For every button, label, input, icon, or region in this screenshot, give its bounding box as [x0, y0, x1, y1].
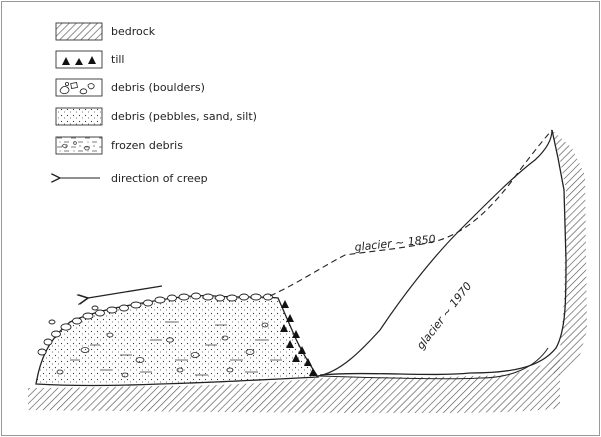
legend-creep-label: direction of creep	[111, 172, 208, 185]
legend: bedrock till debris (boulders) debris (p…	[56, 23, 257, 185]
glacier-1850-label: glacier ~ 1850	[354, 233, 436, 254]
glacier-1970-outline	[318, 130, 552, 376]
glacier-1970-label: glacier ~ 1970	[414, 280, 474, 352]
creep-arrow-icon	[88, 286, 162, 298]
legend-bedrock-swatch	[56, 23, 102, 40]
legend-bedrock-label: bedrock	[111, 25, 156, 38]
bedrock-headwall	[548, 130, 587, 375]
debris-body-fine	[36, 296, 318, 386]
legend-fine-debris-swatch	[56, 108, 102, 125]
legend-frozen-debris-label: frozen debris	[111, 139, 183, 152]
legend-fine-debris-label: debris (pebbles, sand, silt)	[111, 110, 257, 123]
legend-boulders-label: debris (boulders)	[111, 81, 205, 94]
legend-frozen-debris-swatch	[56, 137, 102, 154]
glacier-1850-outline	[270, 130, 552, 296]
legend-till-label: till	[111, 53, 124, 66]
